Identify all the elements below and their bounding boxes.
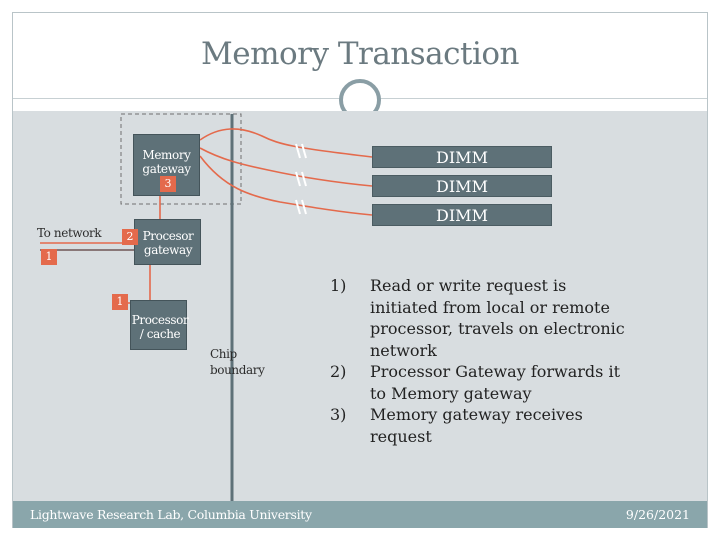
step-item: 2) Processor Gateway forwards it to Memor… [330,361,630,404]
footer-date: 9/26/2021 [625,507,690,522]
step-item: 1) Read or write request is initiated fro… [330,275,630,361]
chip-boundary-line2: boundary [210,363,265,377]
step-number: 3) [330,405,347,424]
memory-gateway-badge: 3 [160,176,176,192]
dimm-link-1 [199,128,373,158]
step-number: 2) [330,362,347,381]
chip-boundary-label: Chip boundary [210,346,265,378]
footer-organization: Lightwave Research Lab, Columbia Univers… [30,507,312,522]
step-text: Memory gateway receives request [370,405,583,446]
step-text: Processor Gateway forwards it to Memory … [370,362,621,403]
processor-gateway-line2: gateway [143,243,193,257]
processor-gateway-line1: Procesor [142,229,194,243]
processor-gateway-badge: 2 [122,229,138,245]
processor-cache-block [130,300,187,350]
chip-boundary-line1: Chip [210,347,237,361]
memory-gateway-line2: gateway [142,162,191,176]
memory-gateway-label: Memory gateway [133,148,200,176]
network-badge: 1 [41,249,57,265]
dimm-3: DIMM [372,204,552,226]
step-number: 1) [330,276,347,295]
dimm-link-2 [199,147,373,187]
processor-cache-badge: 1 [112,294,128,310]
content-area [13,111,707,501]
slide-title: Memory Transaction [200,36,520,72]
step-item: 3) Memory gateway receives request [330,404,630,447]
footer-bar [13,501,707,528]
dimm-link-3 [199,155,373,216]
processor-cache-line2: / cache [139,327,181,341]
processor-cache-label: Processor / cache [130,313,190,341]
dimm-1: DIMM [372,146,552,168]
processor-cache-line1: Processor [131,313,189,327]
memory-gateway-line1: Memory [142,148,191,162]
link-break-marks [295,143,307,215]
processor-gateway-block [134,219,201,265]
steps-list: 1) Read or write request is initiated fro… [330,275,630,447]
processor-gateway-label: Procesor gateway [138,229,198,257]
memory-gateway-enclosure [120,113,242,205]
dimm-2: DIMM [372,175,552,197]
step-text: Read or write request is initiated from … [370,276,625,360]
to-network-label: To network [37,226,102,240]
